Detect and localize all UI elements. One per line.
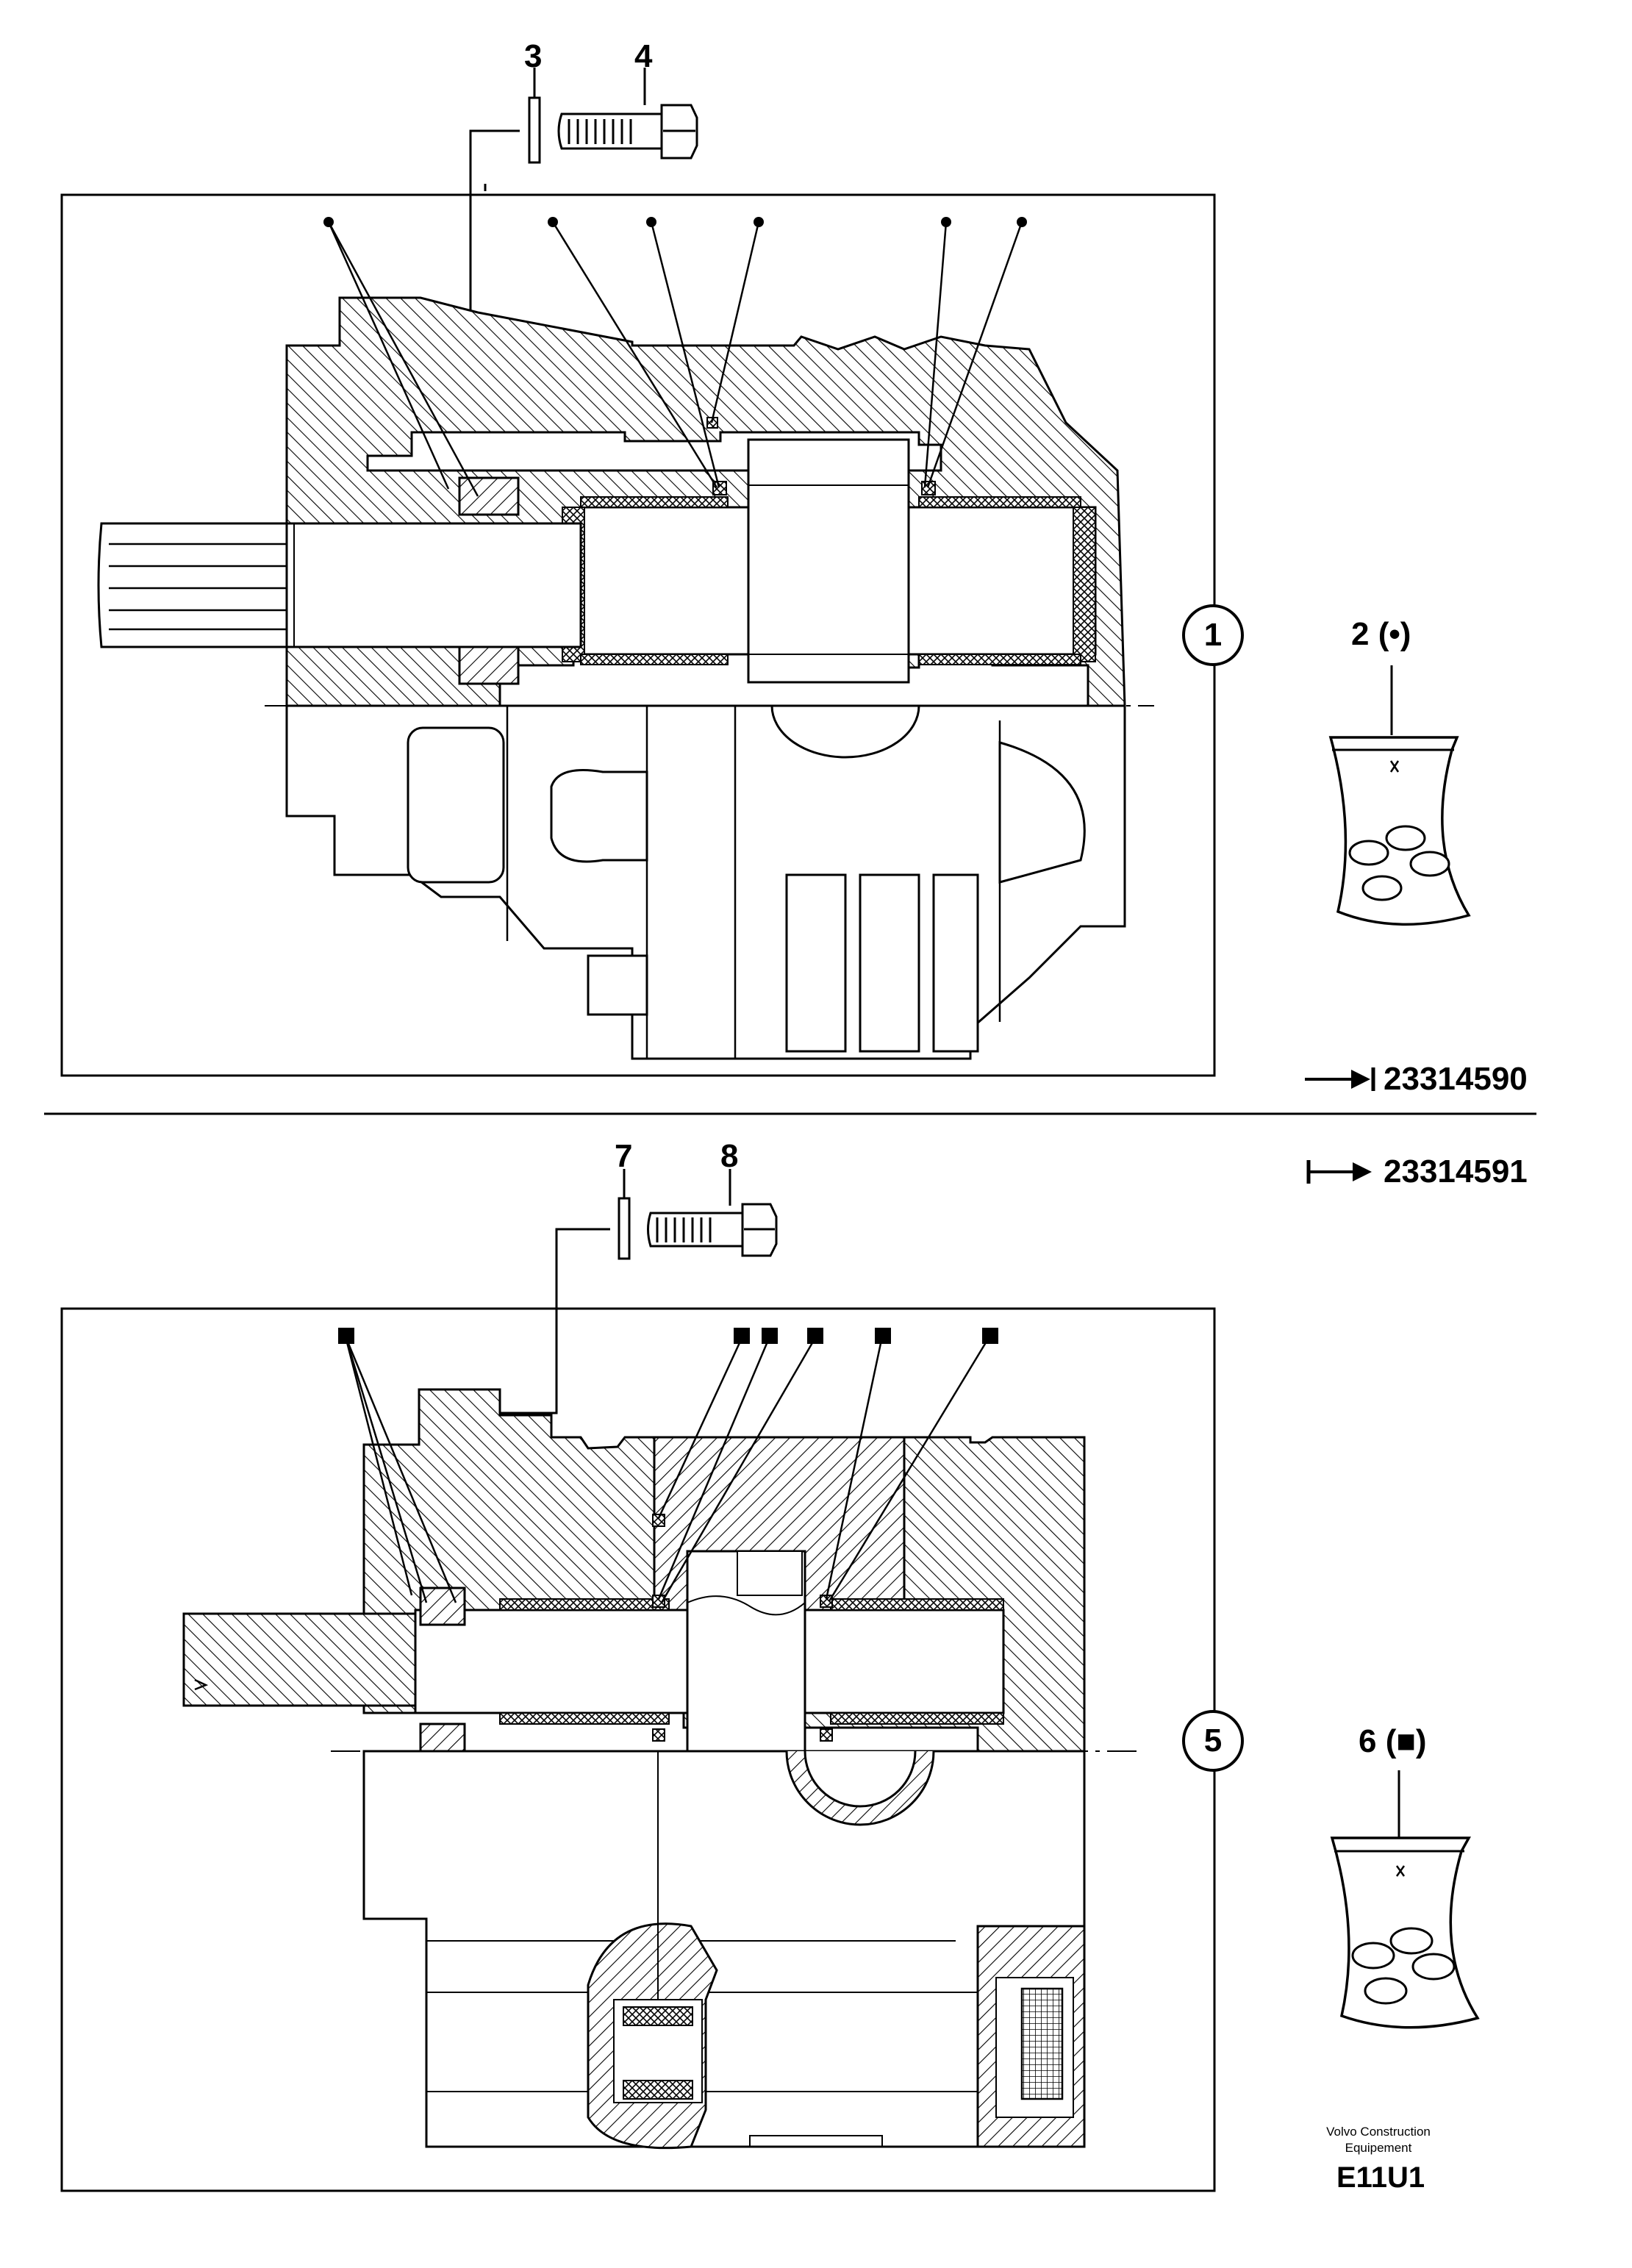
top-pump-assembly	[60, 68, 1471, 1091]
arrow-start-icon	[1306, 1160, 1372, 1184]
bolt-icon	[647, 1203, 778, 1257]
label-4: 4	[634, 38, 653, 74]
washer-icon	[528, 96, 541, 164]
seal-kit-bag-icon	[1328, 665, 1471, 926]
reference-circle-1: 1	[1182, 604, 1244, 666]
arrow-end-icon	[1305, 1067, 1375, 1091]
seal-kit-label-top: 2 (•)	[1351, 616, 1411, 652]
brand-line-1: Volvo Construction	[1326, 2125, 1431, 2139]
seal-kit-label-bottom: 6 (■)	[1359, 1723, 1427, 1759]
label-8: 8	[720, 1138, 739, 1174]
bottom-pump-assembly	[60, 1160, 1480, 2192]
seal-kit-bag-icon	[1330, 1770, 1480, 2029]
part-number-end: 23314590	[1384, 1061, 1528, 1097]
label-3: 3	[524, 38, 543, 74]
drawing-code: E11U1	[1336, 2161, 1425, 2194]
part-number-start: 23314591	[1384, 1153, 1528, 1190]
bolt-icon	[557, 104, 698, 160]
label-7: 7	[615, 1138, 633, 1174]
reference-circle-5: 5	[1182, 1710, 1244, 1772]
brand-line-2: Equipement	[1345, 2141, 1412, 2155]
